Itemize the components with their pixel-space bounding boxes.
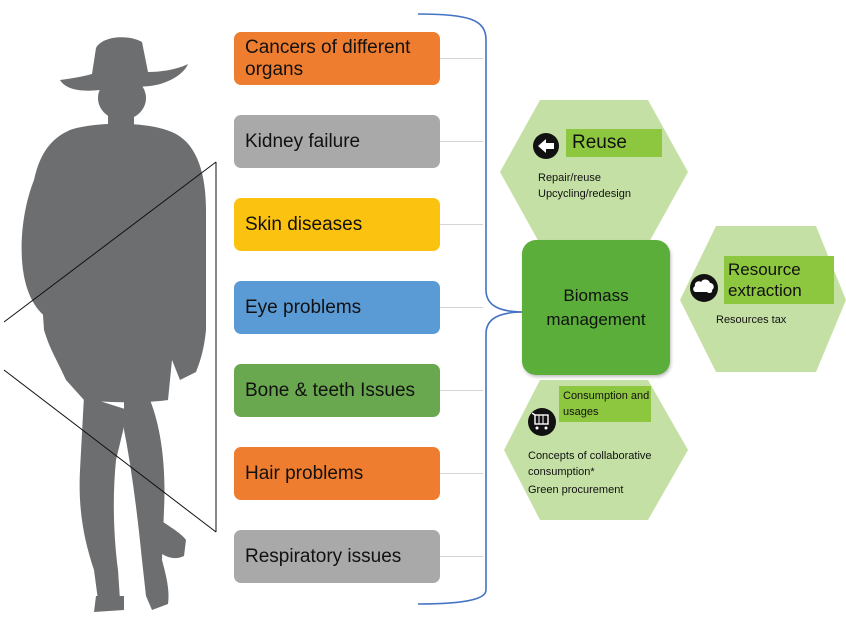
- arrow-left-icon: [533, 133, 559, 159]
- health-issue-label: Bone & teeth Issues: [245, 380, 415, 402]
- health-issue-label: Cancers of different organs: [245, 37, 440, 81]
- shopping-cart-icon: [528, 408, 556, 436]
- reuse-line-1: Repair/reuse: [538, 172, 601, 184]
- health-issue-box: Bone & teeth Issues: [234, 364, 440, 417]
- health-issue-box: Eye problems: [234, 281, 440, 334]
- health-issue-label: Hair problems: [245, 463, 363, 485]
- reuse-line-2: Upcycling/redesign: [538, 188, 631, 200]
- biomass-management-box: Biomass management: [522, 240, 670, 375]
- health-issue-box: Kidney failure: [234, 115, 440, 168]
- health-issue-box: Skin diseases: [234, 198, 440, 251]
- consumption-title-box: Consumption and usages: [559, 386, 651, 422]
- health-issue-label: Kidney failure: [245, 131, 360, 153]
- consumption-line-2: Green procurement: [528, 484, 623, 496]
- health-issue-label: Respiratory issues: [245, 546, 401, 568]
- connector-line: [440, 390, 483, 391]
- resource-line-1: Resources tax: [716, 314, 786, 326]
- connector-line: [440, 307, 483, 308]
- connector-line: [440, 473, 483, 474]
- connector-line: [440, 224, 483, 225]
- resource-title-box: Resource extraction: [724, 256, 834, 304]
- connector-line: [440, 556, 483, 557]
- consumption-title: Consumption and usages: [563, 390, 649, 418]
- health-issue-box: Hair problems: [234, 447, 440, 500]
- health-issue-box: Cancers of different organs: [234, 32, 440, 85]
- resource-title: Resource extraction: [728, 260, 802, 300]
- health-issue-label: Skin diseases: [245, 214, 362, 236]
- reuse-title: Reuse: [572, 132, 627, 153]
- consumption-line-1: Concepts of collaborative consumption*: [528, 448, 684, 480]
- cloud-icon: [690, 274, 718, 302]
- health-issue-box: Respiratory issues: [234, 530, 440, 583]
- connector-line: [440, 141, 483, 142]
- reuse-title-box: Reuse: [566, 129, 662, 157]
- health-issue-label: Eye problems: [245, 297, 361, 319]
- connector-line: [440, 58, 483, 59]
- biomass-management-label: Biomass management: [541, 284, 651, 332]
